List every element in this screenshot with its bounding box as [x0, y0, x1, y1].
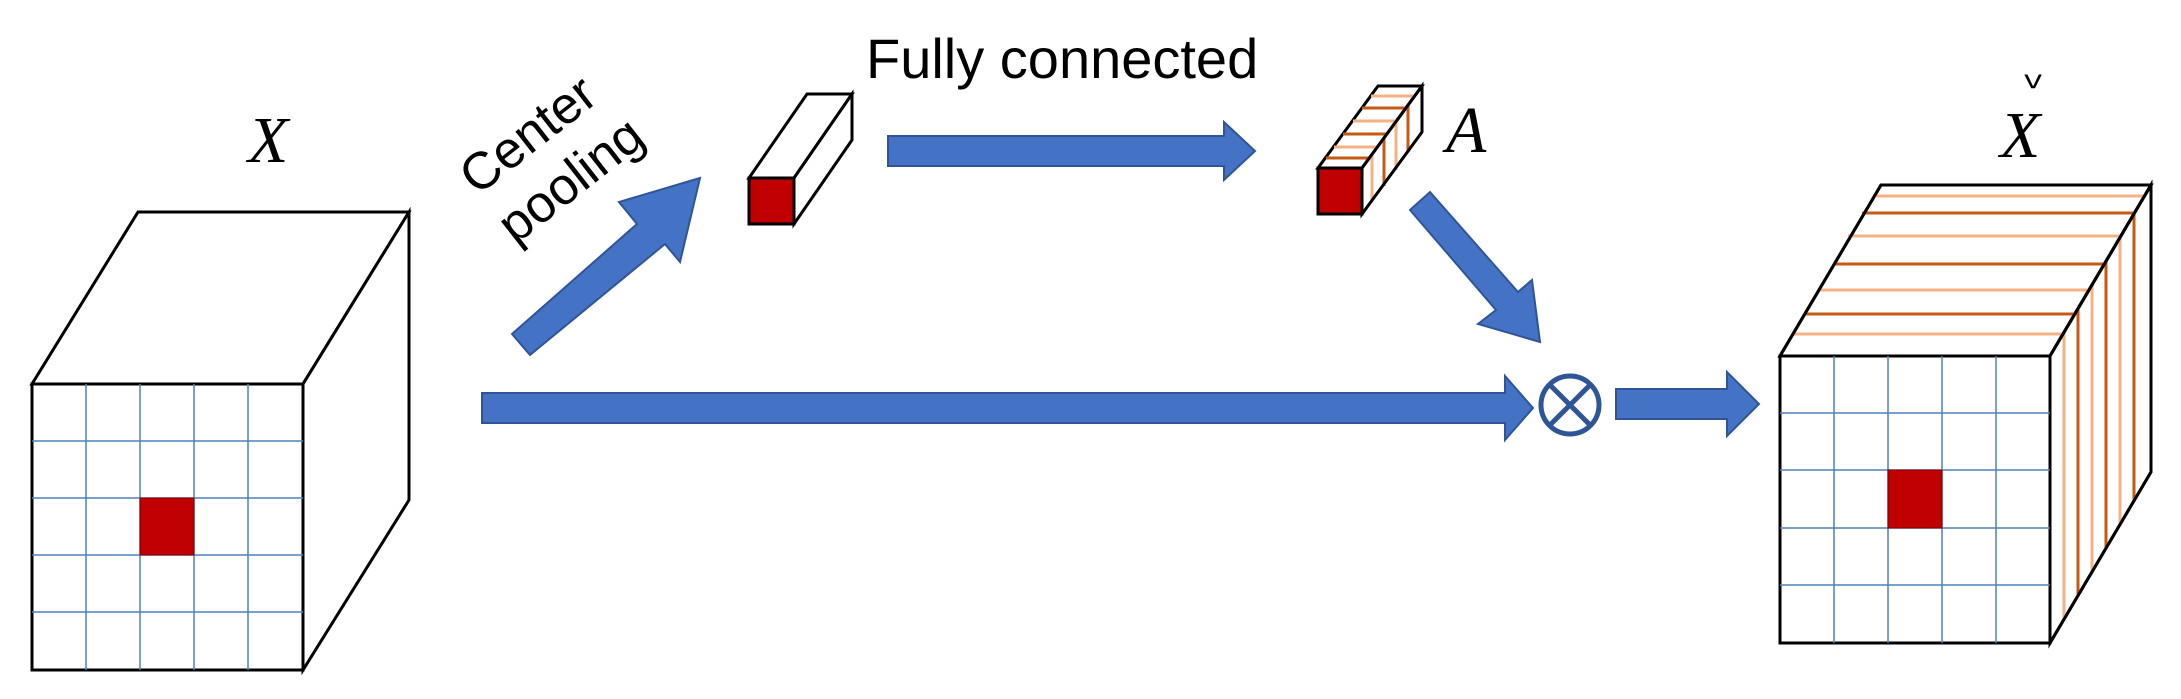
input-center-cell [139, 497, 195, 556]
circled-times-icon [1538, 373, 1602, 437]
output-hat-mark: ^ [2024, 53, 2042, 95]
input-cube-grid [32, 384, 303, 670]
fully-connected-arrow [887, 119, 1257, 183]
output-label: X [1997, 99, 2043, 172]
attention-label: A [1442, 94, 1487, 167]
attention-to-multiply-arrow [1408, 190, 1542, 344]
fully-connected-label: Fully connected [866, 27, 1258, 90]
attention-vector-stripes [1326, 94, 1414, 200]
attention-vector-center-cell [1316, 166, 1364, 216]
output-feature-cube [1777, 179, 2154, 649]
skip-connection-arrow [481, 373, 1535, 443]
input-feature-cube [29, 206, 412, 676]
center-pooling-label: Center pooling [449, 64, 655, 255]
output-center-cell [1887, 469, 1943, 529]
output-side-stripes [2062, 214, 2136, 620]
output-top-stripes [1794, 194, 2144, 336]
attention-vector [1315, 81, 1425, 219]
pooled-vector [746, 89, 855, 229]
input-label: X [245, 104, 291, 177]
center-pooling-arrow [510, 176, 702, 357]
multiply-to-output-arrow [1615, 369, 1761, 439]
pooled-vector-center-cell [747, 176, 796, 226]
